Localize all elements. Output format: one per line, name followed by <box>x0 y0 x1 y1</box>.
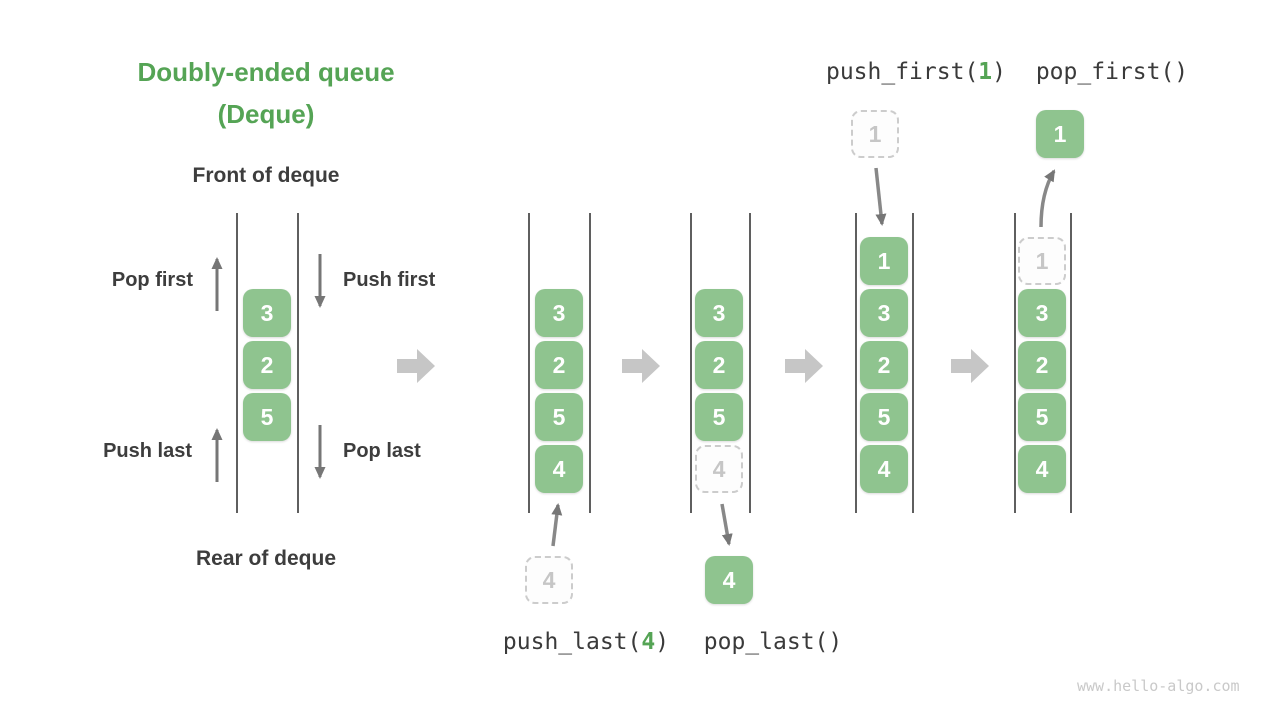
code-prefix: push_last( <box>502 629 642 655</box>
deque-wall <box>589 213 591 513</box>
deque-cell: 5 <box>1018 393 1066 441</box>
push-first-code-label: push_first(1) <box>826 59 1006 85</box>
pop-first-direction-label: Pop first <box>111 269 193 291</box>
deque-cell: 2 <box>860 341 908 389</box>
deque-cell: 1 <box>860 237 908 285</box>
code-suffix: ) <box>655 629 670 655</box>
code-prefix: pop_last() <box>703 629 843 655</box>
transition-arrow-icon <box>622 349 660 383</box>
front-of-deque-label: Front of deque <box>192 164 340 187</box>
deque-cell: 5 <box>695 393 743 441</box>
deque-cell: 4 <box>1018 445 1066 493</box>
deque-cell: 2 <box>695 341 743 389</box>
incoming-element-ghost: 4 <box>525 556 573 604</box>
diagram-title-line1: Doubly-ended queue <box>137 57 395 87</box>
deque-cell: 2 <box>243 341 291 389</box>
watermark: www.hello-algo.com <box>1077 677 1240 695</box>
incoming-element-ghost: 1 <box>851 110 899 158</box>
push-first-direction-label: Push first <box>343 269 436 291</box>
rear-of-deque-label: Rear of deque <box>195 547 337 570</box>
deque-cell: 2 <box>1018 341 1066 389</box>
outgoing-element: 4 <box>705 556 753 604</box>
deque-cell: 3 <box>695 289 743 337</box>
pop-last-direction-label: Pop last <box>343 440 421 462</box>
push-first-move-arrow-icon <box>874 167 887 226</box>
code-arg: 4 <box>641 629 656 655</box>
pop-last-move-arrow-icon <box>720 503 733 546</box>
deque-wall <box>855 213 857 513</box>
deque-wall <box>912 213 914 513</box>
deque-cell: 5 <box>243 393 291 441</box>
push-last-direction-label: Push last <box>103 440 192 462</box>
transition-arrow-icon <box>785 349 823 383</box>
deque-wall <box>1070 213 1072 513</box>
deque-cell: 3 <box>860 289 908 337</box>
code-arg: 1 <box>978 59 993 85</box>
deque-wall <box>528 213 530 513</box>
transition-arrow-icon <box>951 349 989 383</box>
deque-cell: 3 <box>1018 289 1066 337</box>
deque-cell: 4 <box>535 445 583 493</box>
pop-first-move-arrow-icon <box>1039 169 1056 228</box>
pop-last-code-label: pop_last() <box>704 629 842 655</box>
code-suffix: ) <box>992 59 1007 85</box>
deque-cell: 5 <box>860 393 908 441</box>
pop-first-code-label: pop_first() <box>1036 59 1188 85</box>
push-last-move-arrow-icon <box>551 503 563 547</box>
code-prefix: push_first( <box>825 59 979 85</box>
removed-element-ghost: 4 <box>695 445 743 493</box>
deque-cell: 3 <box>243 289 291 337</box>
code-prefix: pop_first() <box>1035 59 1189 85</box>
deque-cell: 2 <box>535 341 583 389</box>
diagram-title-line2: (Deque) <box>217 99 315 129</box>
deque-cell: 5 <box>535 393 583 441</box>
outgoing-element: 1 <box>1036 110 1084 158</box>
deque-wall <box>749 213 751 513</box>
deque-wall <box>690 213 692 513</box>
deque-wall <box>236 213 238 513</box>
deque-wall <box>297 213 299 513</box>
deque-cell: 3 <box>535 289 583 337</box>
deque-wall <box>1014 213 1016 513</box>
transition-arrow-icon <box>397 349 435 383</box>
push-last-code-label: push_last(4) <box>503 629 669 655</box>
deque-cell: 4 <box>860 445 908 493</box>
removed-element-ghost: 1 <box>1018 237 1066 285</box>
